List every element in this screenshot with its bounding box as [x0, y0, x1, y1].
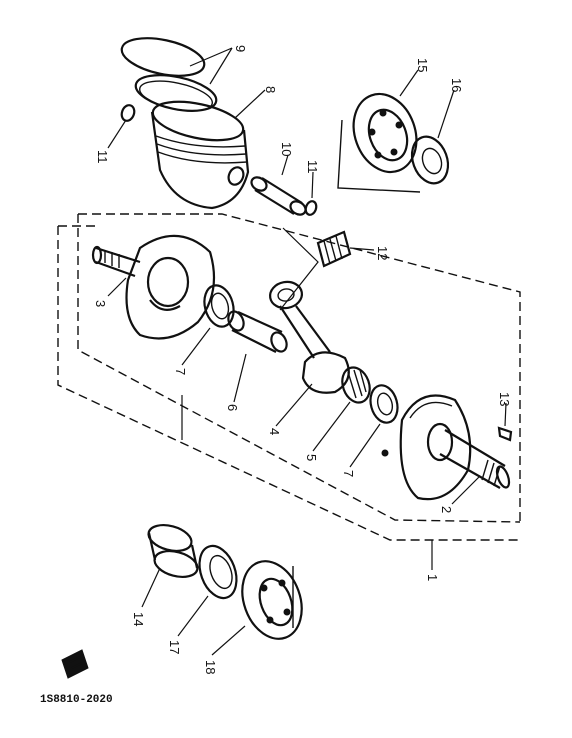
crankshaft-right-half — [381, 394, 511, 501]
callout-4: 4 — [267, 428, 282, 435]
callout-6: 6 — [225, 404, 240, 411]
book-icon — [61, 649, 89, 679]
crank-pin — [227, 310, 288, 353]
piston-pin — [250, 176, 307, 216]
circlip-left — [120, 104, 136, 122]
callout-7-right: 7 — [341, 470, 356, 477]
callout-1: 1 — [425, 574, 440, 581]
oil-seal-upper — [410, 135, 450, 185]
piston-rings — [120, 37, 218, 112]
callout-13: 13 — [497, 392, 512, 406]
crankshaft-left-half — [91, 234, 216, 340]
main-bearing-upper — [337, 92, 421, 193]
callout-5: 5 — [304, 454, 319, 461]
circlip-right — [304, 200, 318, 216]
crank-assembly-frame — [57, 213, 521, 541]
callout-8: 8 — [263, 86, 278, 93]
callout-7-left: 7 — [173, 368, 188, 375]
callout-10: 10 — [279, 142, 294, 156]
callout-12: 12 — [375, 246, 390, 260]
callout-9: 9 — [233, 45, 248, 52]
callout-11-left: 11 — [95, 150, 110, 164]
callout-3: 3 — [93, 300, 108, 307]
woodruff-key — [497, 426, 513, 442]
main-bearing-lower — [241, 560, 303, 640]
callout-15: 15 — [415, 58, 430, 72]
oil-seal-lower — [198, 544, 238, 600]
callout-11-right: 11 — [305, 160, 320, 174]
callout-16: 16 — [449, 78, 464, 92]
callout-2: 2 — [439, 506, 454, 513]
figure-code: 1S8810-2020 — [40, 694, 113, 706]
big-end-bearing — [341, 366, 371, 404]
thrust-washer-right — [369, 384, 399, 424]
leader-lines — [107, 47, 507, 656]
callout-18: 18 — [203, 660, 218, 674]
connecting-rod — [268, 280, 350, 394]
collar — [147, 523, 199, 579]
callout-14: 14 — [131, 612, 146, 626]
piston — [150, 100, 250, 210]
callout-17: 17 — [167, 640, 182, 654]
thrust-washer-left — [203, 284, 235, 328]
needle-bearing — [316, 230, 352, 268]
